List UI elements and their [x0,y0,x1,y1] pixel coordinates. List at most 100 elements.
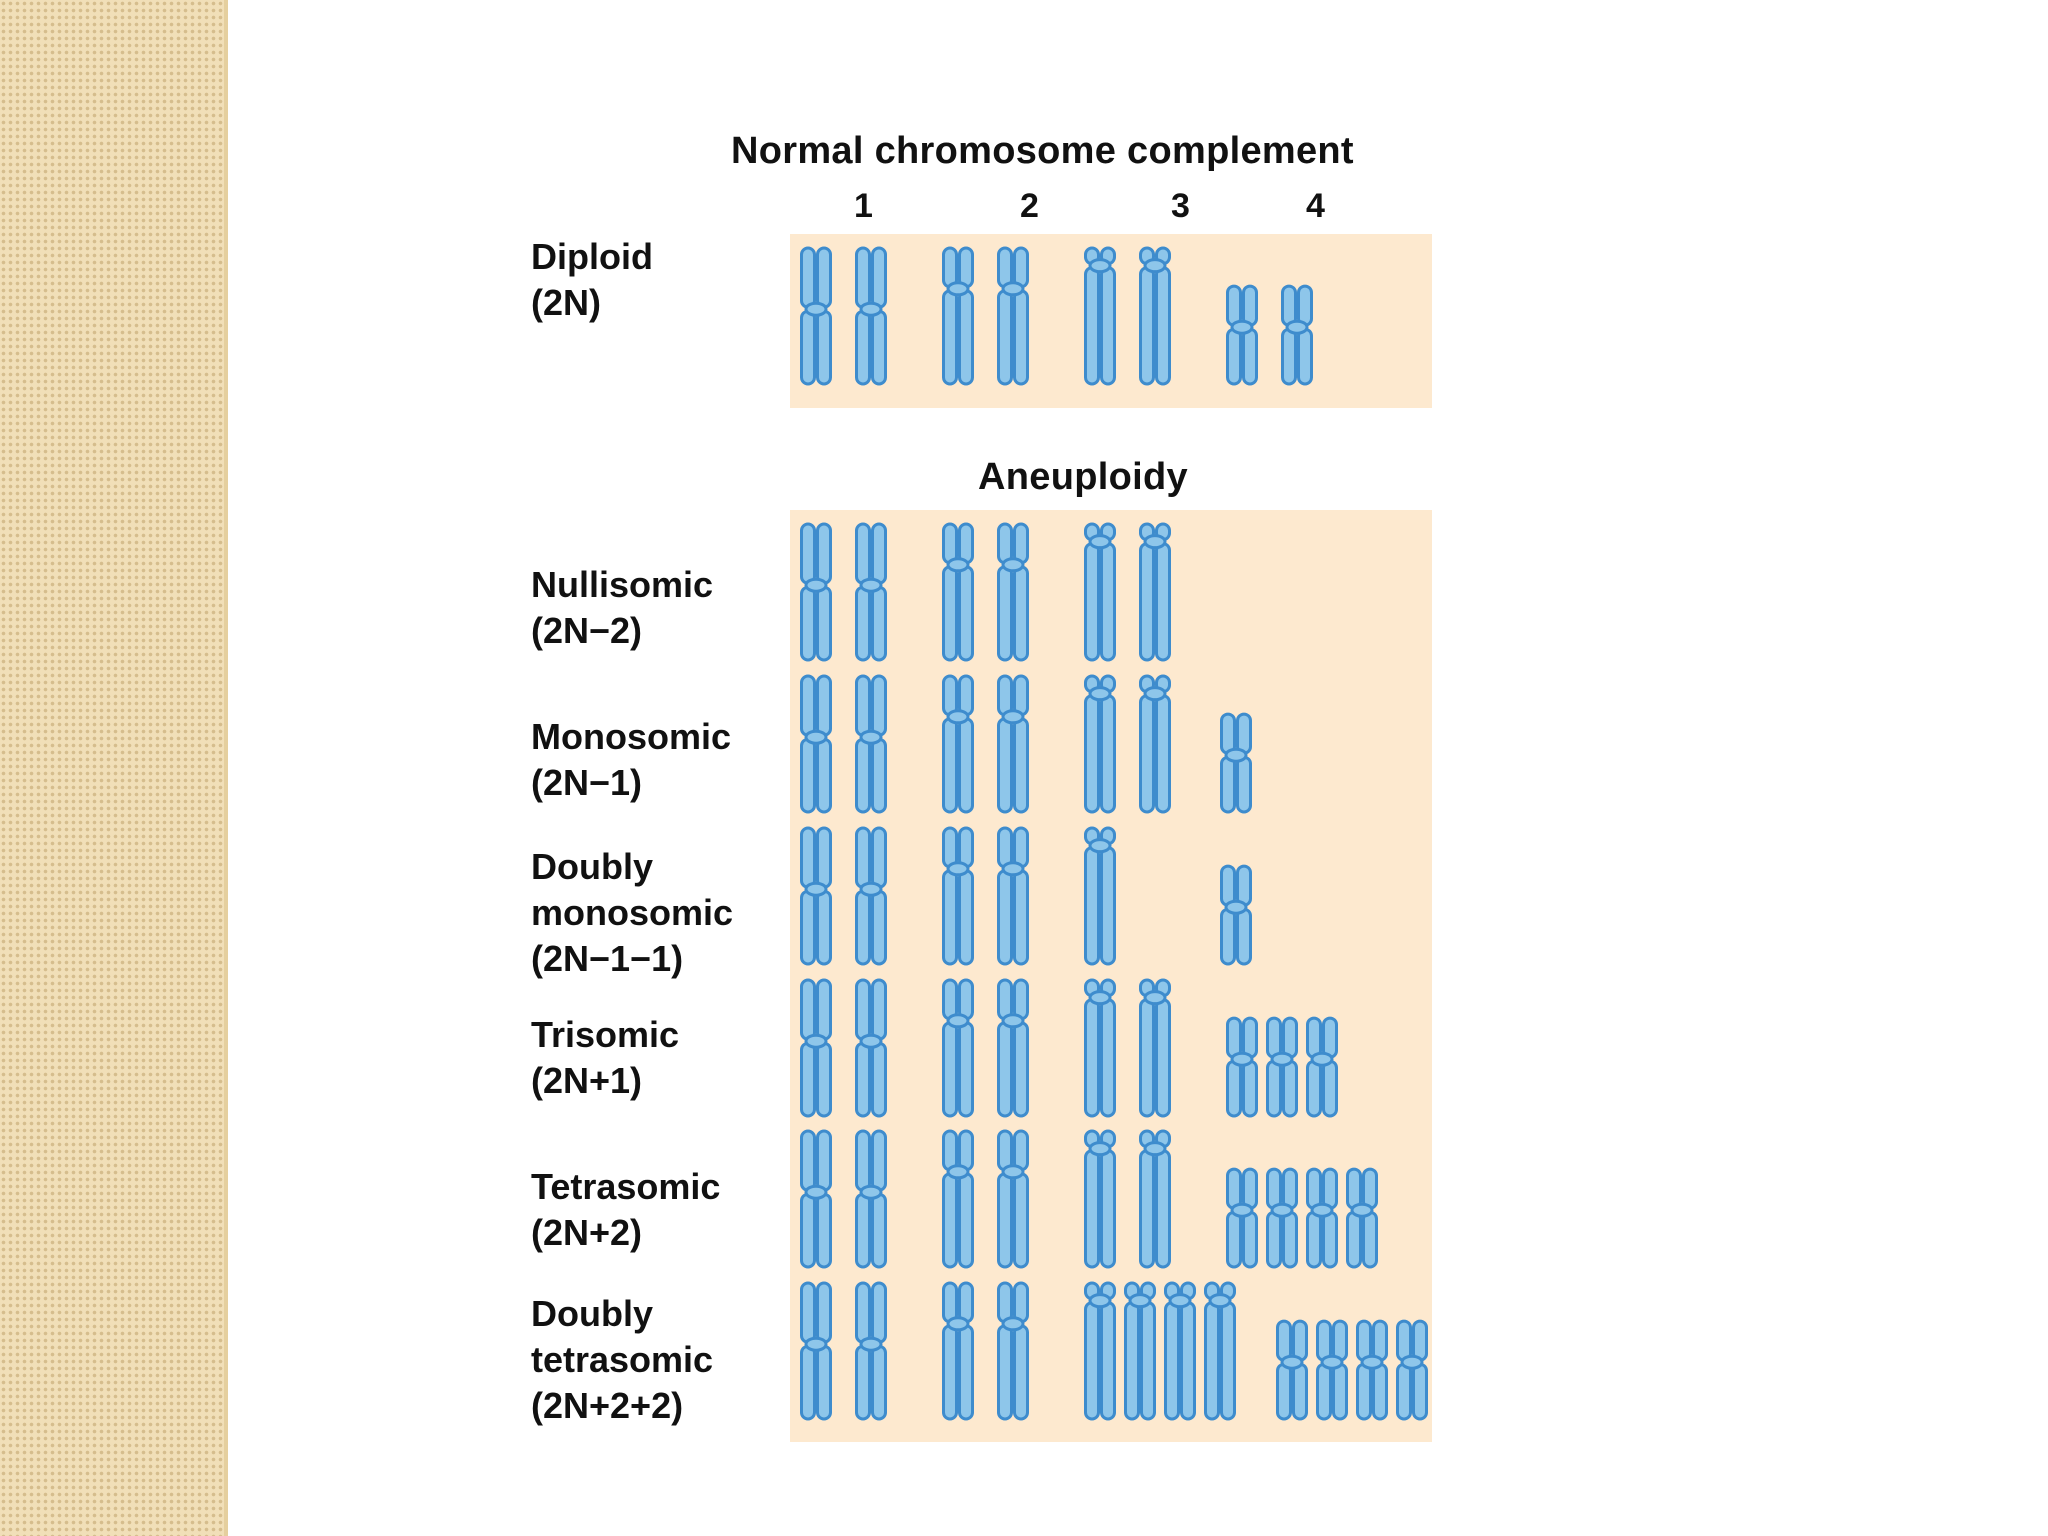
chromosome-3 [1084,826,1116,966]
chromatid-arm [855,1129,871,1192]
chromatid-arm [942,826,958,869]
chromosome-3 [1204,1281,1236,1421]
chromatid-arm [997,1021,1013,1118]
chromatid-arm [1226,284,1242,327]
chromatid-arm [958,565,974,662]
chromosome-2 [942,826,974,966]
chromatid-arm [997,565,1013,662]
chromosome-2 [942,1129,974,1269]
chromatid-arm [1139,1149,1155,1269]
centromere [1168,1293,1192,1309]
centromere [804,1033,828,1049]
chromatid-arm [1372,1362,1388,1421]
chromatid-arm [1372,1319,1388,1362]
chromatid-arm [816,674,832,737]
chromatid-arm [997,869,1013,966]
chromatid-arm [855,246,871,309]
centromere [1224,899,1248,915]
chromosome-2 [997,1281,1029,1421]
chromosome-row-5 [800,978,1338,1118]
chromatid-arm [958,1281,974,1324]
chromatid-arm [958,1021,974,1118]
chromatid-arm [1013,717,1029,814]
centromere [1143,990,1167,1006]
chromosome-3 [1139,246,1171,386]
chromatid-arm [871,1344,887,1421]
chromatid-arm [1155,694,1171,814]
chromatid-arm [855,889,871,966]
chromosome-2 [942,246,974,386]
chromatid-arm [958,674,974,717]
chromosome-1 [855,522,887,662]
chromatid-arm [871,1129,887,1192]
centromere [804,881,828,897]
chromatid-arm [942,565,958,662]
chromatid-arm [800,826,816,889]
chromosome-1 [855,1281,887,1421]
chromatid-arm [1306,1210,1322,1269]
centromere [1360,1354,1384,1370]
chromatid-arm [1204,1301,1220,1421]
centromere [1230,1202,1254,1218]
chromosome-2 [942,978,974,1118]
chromatid-arm [958,289,974,386]
chromosome-4 [1316,1319,1348,1421]
centromere [946,709,970,725]
chromatid-arm [1322,1210,1338,1269]
chromatid-arm [997,1324,1013,1421]
chromosome-3 [1084,674,1116,814]
chromatid-arm [1412,1362,1428,1421]
chromatid-arm [871,674,887,737]
chromosome-3 [1124,1281,1156,1421]
chromosome-3 [1139,1129,1171,1269]
chromosome-4 [1346,1167,1378,1269]
chromatid-arm [1412,1319,1428,1362]
chromatid-arm [1140,1301,1156,1421]
chromatid-arm [1356,1362,1372,1421]
chromatid-arm [1306,1059,1322,1118]
chromosome-1 [855,246,887,386]
centromere [1088,534,1112,550]
chromosome-1 [800,246,832,386]
chromatid-arm [1282,1210,1298,1269]
centromere [1320,1354,1344,1370]
chromatid-arm [1084,846,1100,966]
chromatid-arm [1396,1319,1412,1362]
chromatid-arm [1013,826,1029,869]
chromosome-row-4 [800,826,1252,966]
chromatid-arm [816,1129,832,1192]
centromere [859,577,883,593]
chromatid-arm [958,826,974,869]
chromatid-arm [942,674,958,717]
chromatid-arm [871,309,887,386]
chromosome-1 [800,826,832,966]
centromere [1001,281,1025,297]
chromosome-row-3 [800,674,1252,814]
chromatid-arm [855,674,871,737]
chromatid-arm [1362,1167,1378,1210]
row-label-tetrasomic: Tetrasomic (2N+2) [531,1166,721,1253]
chromosome-1 [855,1129,887,1269]
chromosome-1 [800,522,832,662]
chromatid-arm [1226,1059,1242,1118]
chromatid-arm [1282,1167,1298,1210]
chromatid-arm [1297,327,1313,386]
chromatid-arm [1013,1172,1029,1269]
chromatid-arm [1013,289,1029,386]
chromatid-arm [1100,846,1116,966]
chromatid-arm [1297,284,1313,327]
chromatid-arm [997,246,1013,289]
chromatid-arm [1013,978,1029,1021]
chromatid-arm [1306,1016,1322,1059]
chromatid-arm [816,585,832,662]
chromatid-arm [942,1021,958,1118]
chromosome-3 [1139,522,1171,662]
chromatid-arm [855,826,871,889]
centromere [804,301,828,317]
chromatid-arm [1084,266,1100,386]
chromosome-column-label-1: 1 [854,187,873,225]
chromatid-arm [942,1324,958,1421]
centromere [1001,1013,1025,1029]
chromosome-row-6 [800,1129,1378,1269]
chromatid-arm [816,826,832,889]
